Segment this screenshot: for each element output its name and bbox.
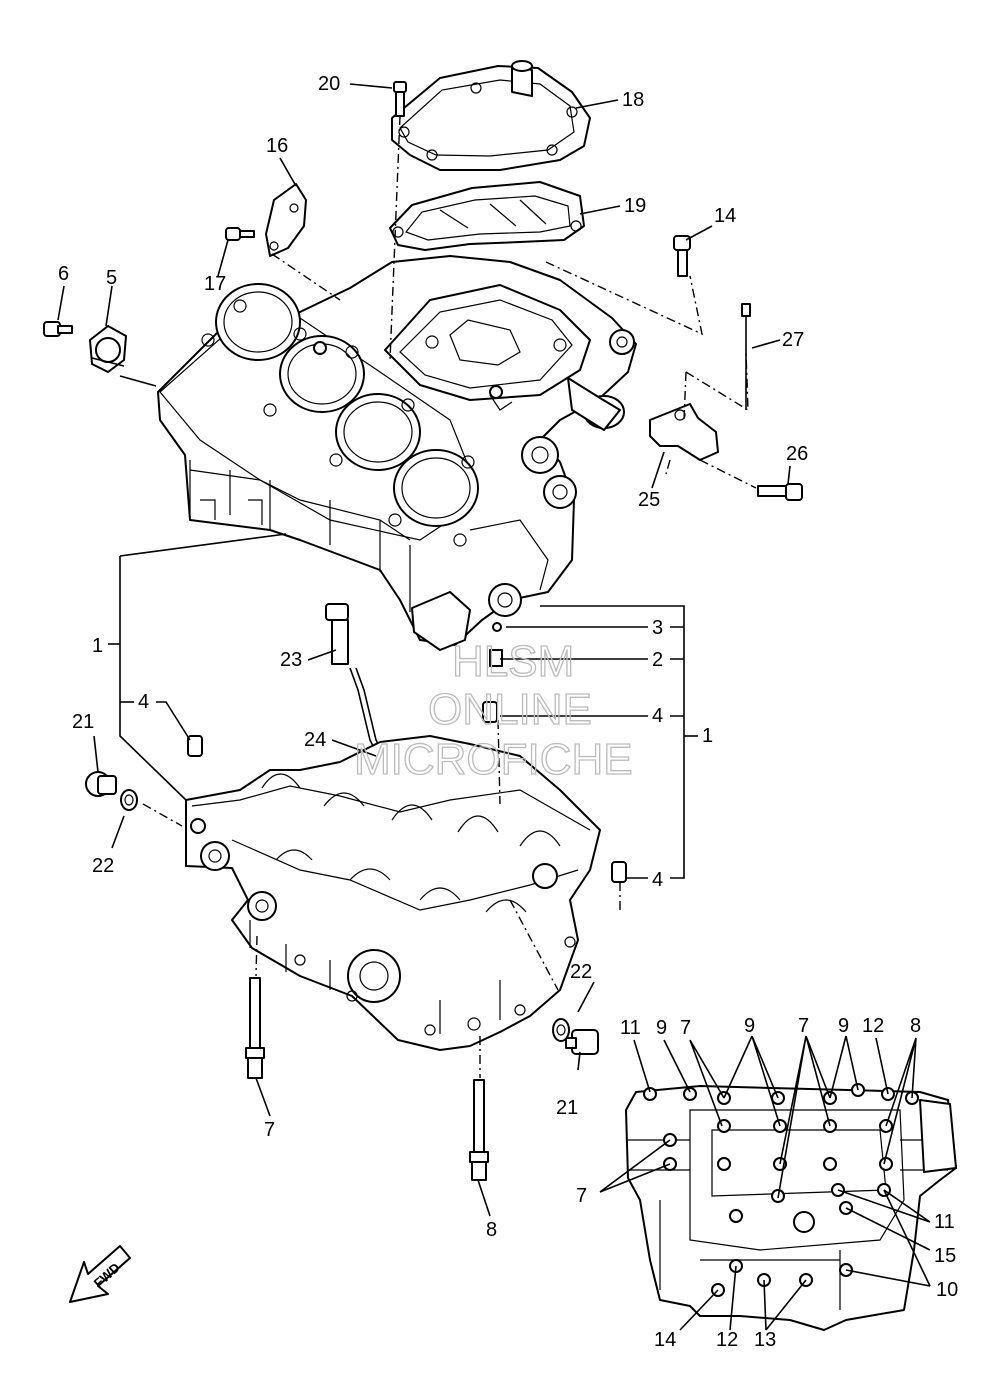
dipstick-27 <box>741 303 751 410</box>
callout-12-inset-bottom: 12 <box>716 1329 738 1351</box>
callout-9-inset-a: 9 <box>656 1017 667 1039</box>
callout-14-top: 14 <box>714 205 736 227</box>
callout-1-left: 1 <box>92 635 103 657</box>
callout-25: 25 <box>638 489 660 511</box>
callout-3: 3 <box>652 617 663 639</box>
callout-6: 6 <box>58 263 69 285</box>
lower-crankcase <box>185 735 601 1051</box>
callout-4-left: 4 <box>138 691 149 713</box>
callout-20: 20 <box>318 73 340 95</box>
bolt-26 <box>757 483 803 501</box>
callout-7-inset-a: 7 <box>680 1017 691 1039</box>
breather-gasket <box>389 181 585 251</box>
dowel-4-left <box>187 735 203 757</box>
oring-3 <box>492 622 502 632</box>
callout-11-inset-right: 11 <box>934 1211 955 1233</box>
drain-plug-21-left <box>85 771 117 797</box>
washer-22-right <box>552 1018 570 1042</box>
callout-8-long: 8 <box>486 1219 497 1241</box>
pin-2 <box>489 649 503 667</box>
bolt-6 <box>43 321 73 337</box>
callout-17: 17 <box>204 273 226 295</box>
dowel-4-right <box>611 861 627 883</box>
callout-4-center: 4 <box>652 705 663 727</box>
breather-cover <box>391 60 591 171</box>
bolt-14 <box>673 235 691 277</box>
callout-11-inset-top: 11 <box>620 1017 641 1039</box>
callout-22-right: 22 <box>570 961 592 983</box>
fwd-arrow-icon: FWD <box>69 1245 131 1303</box>
bolt-7-long <box>245 977 265 1079</box>
callout-21-left: 21 <box>72 711 94 733</box>
callout-21-right: 21 <box>556 1097 578 1119</box>
plate-16 <box>265 183 307 257</box>
screw-17 <box>225 227 255 241</box>
callout-7-long: 7 <box>264 1119 275 1141</box>
callout-1-right: 1 <box>702 725 713 747</box>
callout-14-inset: 14 <box>654 1329 676 1351</box>
callout-18: 18 <box>622 89 644 111</box>
callout-10: 10 <box>936 1279 958 1301</box>
upper-crankcase <box>157 255 637 651</box>
callout-2: 2 <box>652 649 663 671</box>
watermark-line-3: MICROFICHE <box>354 735 633 784</box>
callout-9-inset-c: 9 <box>838 1015 849 1037</box>
callout-7-inset-b: 7 <box>798 1015 809 1037</box>
callout-22-left: 22 <box>92 855 114 877</box>
assembly-dashes <box>142 115 757 1078</box>
bolt-20 <box>393 81 407 117</box>
callout-4-right: 4 <box>652 869 663 891</box>
oil-level-switch-23 <box>325 603 385 757</box>
callout-12-inset-top: 12 <box>862 1015 884 1037</box>
watermark-line-1: HLSM <box>452 637 574 686</box>
callout-16: 16 <box>266 135 288 157</box>
callout-8-inset: 8 <box>910 1015 921 1037</box>
watermark: HLSM ONLINE MICROFICHE <box>353 636 633 784</box>
callout-13: 13 <box>754 1329 776 1351</box>
washer-22-left <box>120 789 138 811</box>
callout-24: 24 <box>304 729 326 751</box>
callout-9-inset-b: 9 <box>744 1015 755 1037</box>
callout-labels: 20 18 16 19 14 17 6 5 27 26 25 3 1 23 2 … <box>58 73 958 1351</box>
callout-19: 19 <box>624 195 646 217</box>
drain-plug-21-right <box>565 1029 599 1055</box>
callout-27: 27 <box>782 329 804 351</box>
dowel-4-center <box>482 701 498 723</box>
callout-7-inset-left: 7 <box>576 1185 587 1207</box>
callout-5: 5 <box>106 267 117 289</box>
bracket-25 <box>649 403 719 461</box>
leader-lines <box>57 83 931 1331</box>
callout-26: 26 <box>786 443 808 465</box>
callout-15: 15 <box>934 1245 956 1267</box>
bolt-8-long <box>469 1079 489 1181</box>
callout-23: 23 <box>280 649 302 671</box>
watermark-line-2: ONLINE <box>428 685 592 734</box>
